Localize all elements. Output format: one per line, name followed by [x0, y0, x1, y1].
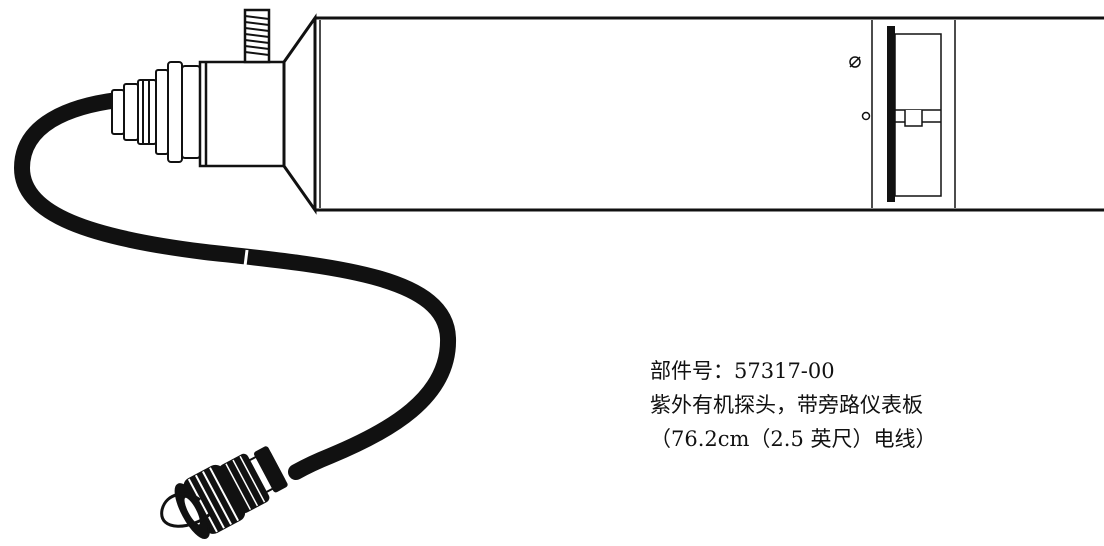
part-number-label: 部件号：57317-00 [650, 359, 835, 383]
probe-head [198, 8, 286, 168]
product-caption: 部件号：57317-00 紫外有机探头，带旁路仪表板 （76.2cm（2.5 英… [650, 354, 937, 456]
bypass-panel [861, 20, 956, 208]
cable-length-note: （76.2cm（2.5 英尺）电线） [650, 427, 937, 451]
probe-body [313, 16, 1104, 212]
probe-flare [282, 13, 317, 215]
cable-connector [160, 446, 288, 540]
body-marking [849, 56, 861, 68]
cable-gland [111, 61, 201, 163]
product-description: 紫外有机探头，带旁路仪表板 [650, 393, 923, 417]
probe-cable [13, 92, 457, 480]
